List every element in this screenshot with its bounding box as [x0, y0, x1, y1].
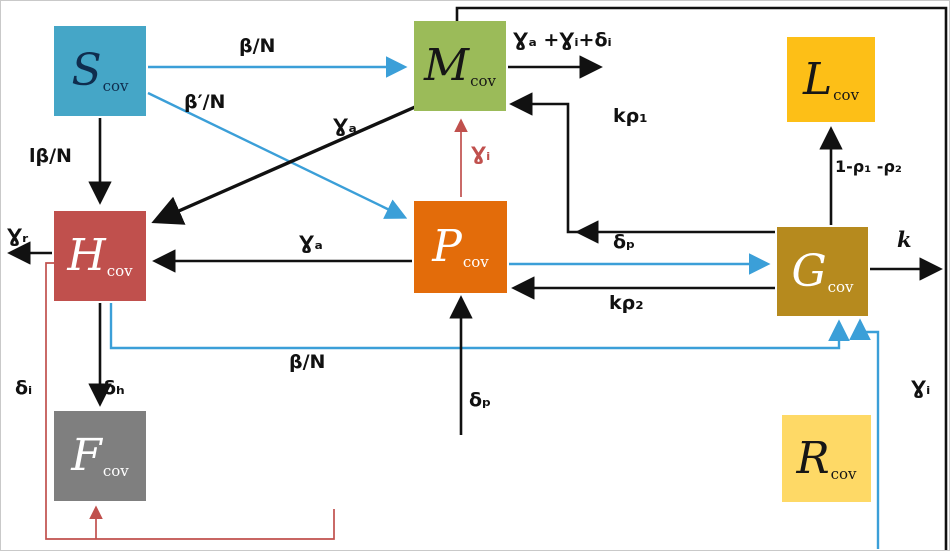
- node-letter: F: [71, 430, 102, 481]
- label-gamma-i-mid: Ɣᵢ: [471, 143, 491, 165]
- label-beta-prime-n: β′/N: [184, 91, 226, 113]
- label-delta-i: δᵢ: [15, 377, 33, 399]
- label-delta-p-bottom: δₚ: [469, 389, 492, 411]
- node-subscript: cov: [462, 253, 489, 271]
- node-subscript: cov: [827, 277, 854, 296]
- node-subscript: cov: [833, 85, 860, 104]
- arrow-right-to-g: [849, 318, 880, 549]
- label-gamma-a-diagonal: Ɣₐ: [333, 115, 357, 137]
- node-letter: S: [71, 45, 102, 96]
- node-letter: M: [424, 40, 470, 91]
- arrow-m-to-h-diagonal: [151, 105, 416, 225]
- label-beta-n-bottom: β/N: [289, 351, 326, 373]
- node-subscript: cov: [102, 77, 129, 95]
- arrow-h-to-g-long: [109, 303, 850, 350]
- node-subscript: cov: [106, 262, 133, 280]
- node-letter: R: [796, 432, 830, 484]
- label-m-outflow: Ɣₐ +Ɣᵢ+δᵢ: [513, 29, 612, 51]
- node-subscript: cov: [470, 72, 496, 90]
- label-gamma-i-right: Ɣᵢ: [911, 377, 931, 399]
- line-red-bottom-loop: [45, 262, 335, 540]
- node-letter: L: [802, 53, 833, 105]
- arrow-g-to-m: [509, 92, 775, 234]
- arrow-s-to-p: [147, 91, 408, 219]
- label-gamma-r: Ɣᵣ: [7, 225, 29, 247]
- node-subscript: cov: [102, 462, 129, 480]
- node-letter: G: [791, 245, 827, 297]
- label-gamma-a-mid: Ɣₐ: [299, 232, 323, 254]
- label-k-rho1: kρ₁: [613, 105, 648, 127]
- label-delta-h: δₕ: [103, 377, 125, 399]
- label-beta-n-s-to-m: β/N: [239, 35, 276, 57]
- label-one-minus-rho1-rho2: 1-ρ₁ -ρ₂: [835, 157, 902, 176]
- label-l-beta-n: lβ/N: [29, 145, 72, 167]
- label-k-out: k: [897, 227, 912, 252]
- label-delta-p-top: δₚ: [613, 231, 636, 253]
- node-letter: H: [67, 230, 106, 281]
- node-subscript: cov: [830, 464, 857, 483]
- node-letter: P: [432, 221, 462, 272]
- label-k-rho2: kρ₂: [609, 292, 644, 314]
- frame-line-top-right: [455, 6, 948, 550]
